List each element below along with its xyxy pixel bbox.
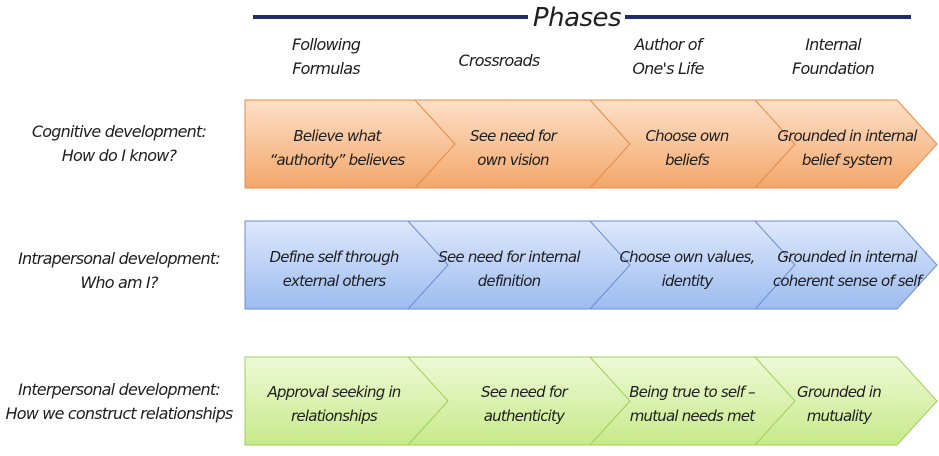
chevron-divider-cognitive-3 bbox=[754, 99, 796, 189]
cell-cognitive-1-line2: “authority” believes bbox=[269, 151, 406, 169]
chevron-divider-cognitive-1 bbox=[414, 99, 456, 189]
row-label-intrapersonal-line1: Intrapersonal development: bbox=[18, 249, 221, 268]
cell-intrapersonal-2-line2: definition bbox=[477, 272, 541, 290]
cell-intrapersonal-3: Choose own values, identity bbox=[612, 233, 762, 305]
cell-intrapersonal-4-line2: coherent sense of self bbox=[772, 272, 922, 290]
chevron-divider-interpersonal-1 bbox=[407, 356, 449, 446]
chevron-divider-intrapersonal-1 bbox=[407, 220, 449, 310]
row-label-intrapersonal: Intrapersonal development: Who am I? bbox=[0, 247, 238, 295]
cell-intrapersonal-1-line1: Define self through bbox=[269, 248, 399, 266]
phase-header-2: Crossroads bbox=[434, 49, 564, 73]
row-label-intrapersonal-line2: Who am I? bbox=[80, 273, 158, 292]
phase-header-1-line1: Following bbox=[291, 35, 361, 54]
cell-intrapersonal-4-line1: Grounded in internal bbox=[777, 248, 917, 266]
chevron-divider-intrapersonal-3 bbox=[754, 220, 796, 310]
row-label-cognitive: Cognitive development: How do I know? bbox=[0, 120, 238, 168]
cell-cognitive-3-line2: beliefs bbox=[665, 151, 710, 169]
header-line-left bbox=[253, 15, 528, 19]
cell-intrapersonal-2-line1: See need for internal bbox=[438, 248, 580, 266]
cell-interpersonal-1-line1: Approval seeking in bbox=[267, 383, 401, 401]
cell-cognitive-2: See need for own vision bbox=[438, 112, 588, 184]
chevron-band-interpersonal bbox=[244, 356, 938, 446]
phase-header-3: Author of One's Life bbox=[603, 33, 733, 81]
cell-interpersonal-4: Grounded in mutuality bbox=[764, 368, 914, 440]
row-label-cognitive-line2: How do I know? bbox=[61, 146, 177, 165]
phase-header-1: Following Formulas bbox=[261, 33, 391, 81]
chevron-band-intrapersonal bbox=[244, 220, 938, 310]
cell-cognitive-2-line2: own vision bbox=[477, 151, 549, 169]
chevron-divider-interpersonal-2 bbox=[589, 356, 631, 446]
cell-cognitive-1: Believe what “authority” believes bbox=[262, 112, 412, 184]
cell-cognitive-3-line1: Choose own bbox=[645, 127, 729, 145]
cell-interpersonal-3-line1: Being true to self – bbox=[629, 383, 755, 401]
phase-header-2-line1: Crossroads bbox=[458, 51, 541, 70]
cell-interpersonal-2-line1: See need for bbox=[480, 383, 568, 401]
cell-cognitive-4-line1: Grounded in internal bbox=[777, 127, 917, 145]
cell-interpersonal-3-line2: mutual needs met bbox=[629, 407, 755, 425]
cell-cognitive-2-line1: See need for bbox=[469, 127, 557, 145]
cell-interpersonal-4-line1: Grounded in bbox=[797, 383, 882, 401]
cell-cognitive-1-line1: Believe what bbox=[293, 127, 381, 145]
chevron-band-cognitive bbox=[244, 99, 938, 189]
phase-header-3-line2: One's Life bbox=[632, 59, 704, 78]
chevron-divider-interpersonal-3 bbox=[754, 356, 796, 446]
cell-cognitive-3: Choose own beliefs bbox=[612, 112, 762, 184]
cell-interpersonal-4-line2: mutuality bbox=[806, 407, 872, 425]
cell-interpersonal-2: See need for authenticity bbox=[449, 368, 599, 440]
row-label-interpersonal: Interpersonal development: How we constr… bbox=[0, 378, 238, 426]
chevron-divider-intrapersonal-2 bbox=[589, 220, 631, 310]
phase-header-3-line1: Author of bbox=[634, 35, 702, 54]
cell-intrapersonal-3-line1: Choose own values, bbox=[619, 248, 755, 266]
phase-header-4-line2: Foundation bbox=[792, 59, 875, 78]
cell-intrapersonal-1-line2: external others bbox=[282, 272, 387, 290]
phase-header-1-line2: Formulas bbox=[292, 59, 360, 78]
cell-interpersonal-2-line2: authenticity bbox=[483, 407, 565, 425]
row-label-cognitive-line1: Cognitive development: bbox=[31, 122, 207, 141]
cell-intrapersonal-4: Grounded in internal coherent sense of se… bbox=[772, 233, 922, 305]
chevron-divider-cognitive-2 bbox=[589, 99, 631, 189]
phase-header-4: Internal Foundation bbox=[768, 33, 898, 81]
header-line-right bbox=[625, 15, 911, 19]
cell-intrapersonal-2: See need for internal definition bbox=[434, 233, 584, 305]
phases-title: Phases bbox=[532, 3, 622, 33]
cell-cognitive-4-line2: belief system bbox=[801, 151, 893, 169]
cell-intrapersonal-3-line2: identity bbox=[661, 272, 714, 290]
cell-interpersonal-3: Being true to self – mutual needs met bbox=[617, 368, 767, 440]
cell-interpersonal-1: Approval seeking in relationships bbox=[259, 368, 409, 440]
row-label-interpersonal-line2: How we construct relationships bbox=[5, 404, 234, 423]
cell-intrapersonal-1: Define self through external others bbox=[259, 233, 409, 305]
phase-header-4-line1: Internal bbox=[805, 35, 861, 54]
cell-cognitive-4: Grounded in internal belief system bbox=[772, 112, 922, 184]
row-label-interpersonal-line1: Interpersonal development: bbox=[18, 380, 221, 399]
cell-interpersonal-1-line2: relationships bbox=[291, 407, 378, 425]
